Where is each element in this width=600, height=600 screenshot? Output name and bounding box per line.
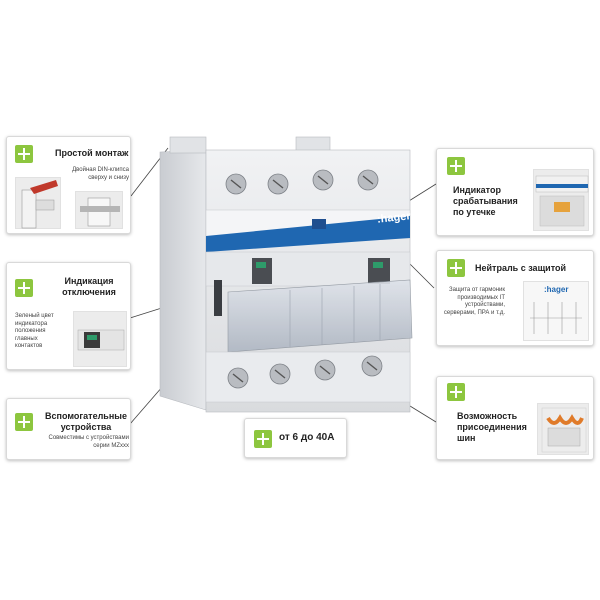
- contact-indicator-photo: [73, 311, 127, 367]
- thumb-brand: :hager: [544, 285, 569, 294]
- neutral-thumb: :hager: [523, 281, 589, 341]
- callout-trip-indication: Индикация отключения Зеленый цвет индика…: [6, 262, 131, 370]
- callout-title: Возможность присоединения шин: [457, 411, 527, 443]
- callout-current-range: от 6 до 40А: [244, 418, 347, 458]
- plus-icon: [447, 383, 465, 401]
- callout-title: Индикация отключения: [62, 276, 116, 297]
- callout-desc: Двойная DIN-клипса сверху и снизу: [72, 167, 129, 181]
- callout-desc: Зеленый цвет индикатора положения главны…: [15, 313, 54, 349]
- callout-title: от 6 до 40А: [279, 432, 335, 443]
- callout-auxiliary-devices: Вспомогательные устройства Совместимы с …: [6, 398, 131, 460]
- plus-icon: [447, 259, 465, 277]
- top-terminals: [225, 169, 379, 195]
- contact-indicator: [256, 262, 266, 268]
- callout-desc: Защита от гармоник производимых IT устро…: [443, 287, 505, 316]
- left-handle: [252, 258, 272, 284]
- callout-title: Вспомогательные устройства: [45, 411, 127, 432]
- din-clip-photo: [15, 177, 61, 229]
- contact-indicator: [373, 262, 383, 268]
- plus-icon: [447, 157, 465, 175]
- busbar-photo: [537, 403, 589, 455]
- din-clip-top: [169, 136, 207, 154]
- test-button: [312, 219, 326, 229]
- callout-busbar-connection: Возможность присоединения шин: [436, 376, 594, 460]
- callout-title: Нейтраль с защитой: [475, 263, 567, 273]
- plus-icon: [15, 413, 33, 431]
- leak-indicator-photo: [533, 169, 589, 231]
- device-side: [159, 149, 207, 411]
- aux-slot: [214, 280, 222, 316]
- plus-icon: [15, 279, 33, 297]
- plus-icon: [15, 145, 33, 163]
- callout-protected-neutral: Нейтраль с защитой Защита от гармоник пр…: [436, 250, 594, 346]
- transparent-cover: [227, 279, 413, 353]
- right-handle: [368, 258, 390, 284]
- plus-icon: [254, 430, 272, 448]
- callout-title: Индикатор срабатывания по утечке: [453, 185, 518, 217]
- brand-stripe: [206, 216, 410, 252]
- callout-desc: Совместимы с устройствами серии MZxxx: [48, 435, 129, 449]
- callout-title: Простой монтаж: [55, 148, 129, 158]
- din-clip-detail-photo: [75, 191, 123, 229]
- callout-easy-mounting: Простой монтаж Двойная DIN-клипса сверху…: [6, 136, 131, 234]
- callout-leak-indicator: Индикатор срабатывания по утечке: [436, 148, 594, 236]
